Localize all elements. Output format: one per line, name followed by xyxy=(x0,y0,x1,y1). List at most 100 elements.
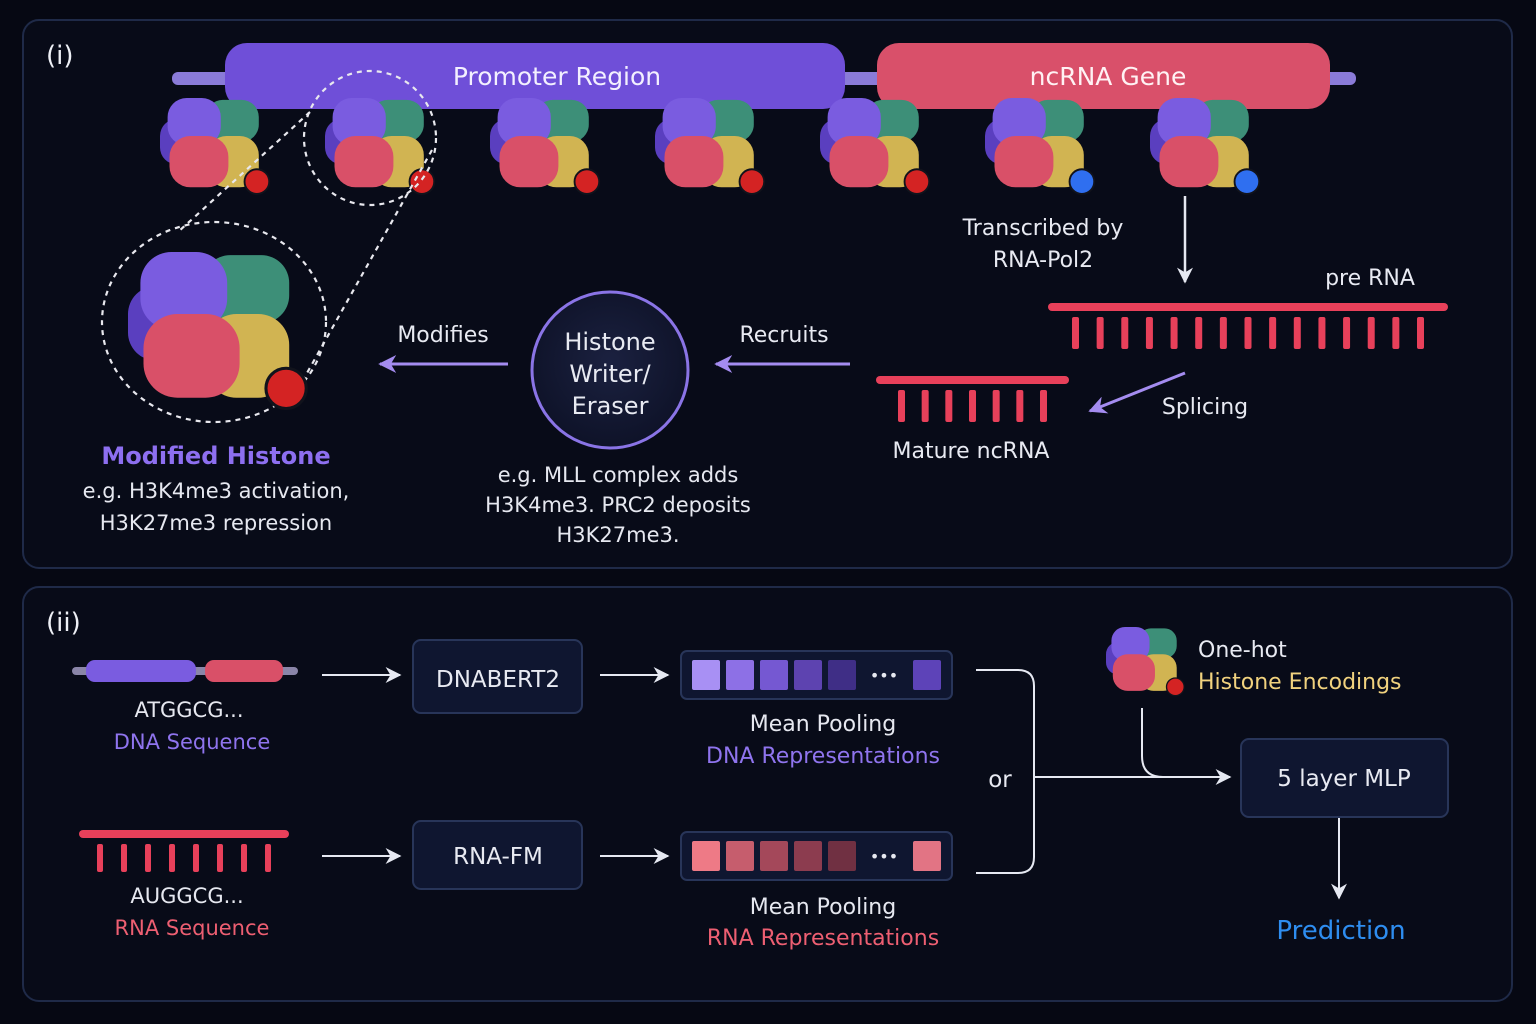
histone-lobe-pink xyxy=(829,136,889,188)
histone-octamer-icon xyxy=(1106,627,1185,697)
histone-lobe-pink xyxy=(499,136,559,188)
mlp-label: 5 layer MLP xyxy=(1277,766,1411,792)
mature-rna-base xyxy=(921,390,929,422)
histone-octamer-icon xyxy=(820,98,931,195)
histone-octamer-icon xyxy=(1150,98,1261,195)
dnabert2-box xyxy=(412,639,583,714)
histone-octamer-icon xyxy=(325,98,436,195)
one-hot-histone-icon xyxy=(1106,627,1185,697)
histone-lobe-purple xyxy=(332,98,386,146)
rnafm-box xyxy=(412,820,583,890)
histone-lobe-purple xyxy=(497,98,551,146)
histone-lobe-purple xyxy=(992,98,1046,146)
dna-sequence-caption: DNA Sequence xyxy=(114,730,271,754)
pre-rna-base xyxy=(1170,317,1178,349)
histone-mark-red xyxy=(738,168,766,195)
pre-rna-label: pre RNA xyxy=(1325,266,1415,291)
dna-seq-gene xyxy=(205,660,283,682)
modifies-label: Modifies xyxy=(397,323,488,348)
rna-seq-base xyxy=(145,844,151,872)
zoom-source-circle xyxy=(302,69,438,207)
pre-rna-base xyxy=(1195,317,1203,349)
pre-rna-base xyxy=(1244,317,1252,349)
rna-representations-label: RNA Representations xyxy=(707,926,939,951)
rna-sequence-text: AUGGCG... xyxy=(130,884,243,908)
mature-ncrna-label: Mature ncRNA xyxy=(893,439,1050,464)
prediction-label: Prediction xyxy=(1276,916,1405,946)
dna-rep-cell xyxy=(913,660,941,690)
promoter-region-label: Promoter Region xyxy=(453,62,661,91)
histone-lobe-pink xyxy=(664,136,724,188)
modified-histone-icon xyxy=(128,252,308,411)
one-hot-label: One-hot xyxy=(1198,638,1287,663)
histone-encodings-label: Histone Encodings xyxy=(1198,670,1402,695)
splicing-arrow xyxy=(1088,371,1186,414)
dna-representation-cells xyxy=(692,660,941,690)
mature-rna-base xyxy=(1040,390,1047,422)
nucleosome-row xyxy=(160,98,1261,195)
histone-mark-blue xyxy=(1233,168,1261,195)
pre-rna-strand xyxy=(1048,303,1448,349)
mature-rna-base xyxy=(898,390,905,422)
recruits-label: Recruits xyxy=(739,323,828,348)
rna-rep-cell xyxy=(760,841,788,871)
dna-sequence-text: ATGGCG... xyxy=(134,698,243,722)
histone-lobe-purple xyxy=(140,252,228,330)
pre-rna-base xyxy=(1318,317,1326,349)
mature-rna-backbone xyxy=(876,376,1069,384)
histone-mark-red xyxy=(408,168,436,195)
ncrna-gene-bar xyxy=(877,43,1330,109)
histone-lobe-purple xyxy=(1157,98,1211,146)
mature-rna-base xyxy=(992,390,1000,422)
mature-rna xyxy=(876,376,1069,422)
histone-lobe-purple xyxy=(827,98,881,146)
rna-mean-pooling-label: Mean Pooling xyxy=(750,895,896,920)
promoter-region-bar xyxy=(225,43,845,109)
writer-note-3: H3K27me3. xyxy=(556,523,679,547)
mature-ncrna-strand xyxy=(876,376,1069,422)
histone-lobe-pink xyxy=(169,136,229,188)
rna-seq-base xyxy=(193,844,199,872)
histone-mark-blue xyxy=(1068,168,1096,195)
rna-seq-icon xyxy=(79,830,289,872)
splicing-label: Splicing xyxy=(1162,395,1248,420)
modified-histone-note-1: e.g. H3K4me3 activation, xyxy=(83,479,350,503)
histone-mark-red xyxy=(264,366,308,411)
pre-rna-base xyxy=(1096,317,1104,349)
rna-seq xyxy=(79,830,289,872)
histone-octamer-icon xyxy=(985,98,1096,195)
dna-rep-cell xyxy=(760,660,788,690)
histone-octamer-icon xyxy=(128,252,308,411)
rnafm-label: RNA-FM xyxy=(453,844,543,870)
rna-seq-base xyxy=(241,844,247,872)
histone-octamer-icon xyxy=(160,98,271,195)
pre-rna-base xyxy=(1072,317,1079,349)
histone-lobe-pink xyxy=(994,136,1054,188)
rna-seq-base xyxy=(169,844,175,872)
rna-seq-base xyxy=(121,844,127,872)
panel-i-label: (i) xyxy=(46,41,74,71)
rna-rep-cell xyxy=(828,841,856,871)
histone-lobe-purple xyxy=(1111,627,1150,661)
pre-rna-base xyxy=(1343,317,1351,349)
writer-label-1: Histone xyxy=(564,328,655,356)
mlp-box xyxy=(1240,738,1449,818)
rna-representation-cells xyxy=(692,841,941,871)
histone-lobe-purple xyxy=(662,98,716,146)
dna-rep-cell xyxy=(726,660,754,690)
rna-rep-cell xyxy=(794,841,822,871)
histone-mark-red xyxy=(243,168,271,195)
histone-lobe-pink xyxy=(334,136,394,188)
histone-lobe-pink xyxy=(1112,654,1155,691)
or-label: or xyxy=(988,767,1012,793)
dna-rep-cell xyxy=(828,660,856,690)
mature-rna-base xyxy=(969,390,976,422)
panel-ii-label: (ii) xyxy=(46,608,81,638)
histone-mark-red xyxy=(1165,677,1185,697)
histone-lobe-purple xyxy=(167,98,221,146)
dna-representations-label: DNA Representations xyxy=(706,744,940,769)
dna-seq-promoter xyxy=(86,660,196,682)
rna-rep-ellipsis: ••• xyxy=(870,847,898,866)
rna-sequence-caption: RNA Sequence xyxy=(115,916,270,940)
